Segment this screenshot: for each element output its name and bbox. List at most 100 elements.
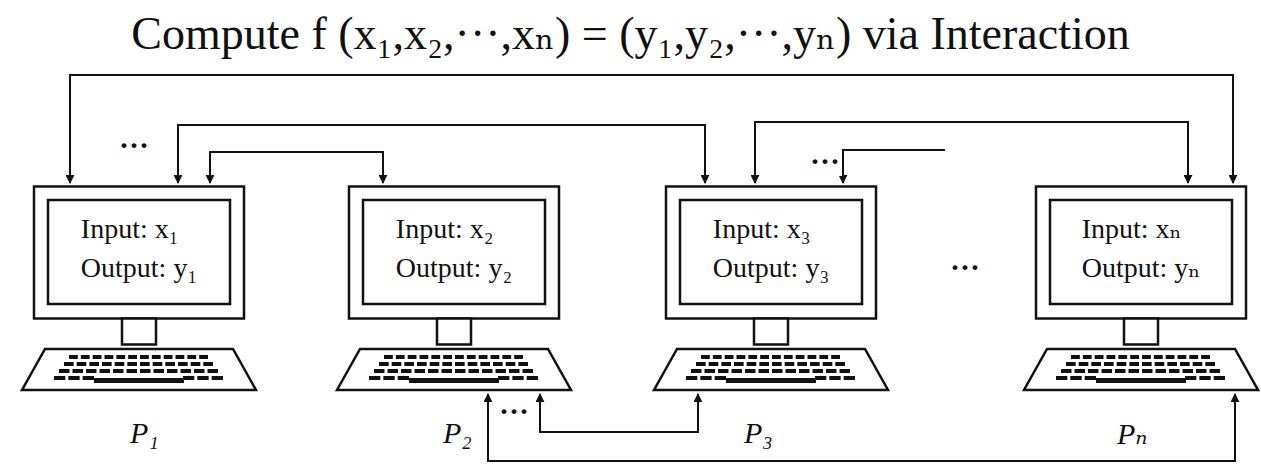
key [154, 369, 165, 373]
key [785, 362, 795, 366]
key [430, 362, 440, 366]
key [696, 362, 706, 366]
keyboard [22, 349, 256, 390]
open-link [843, 150, 945, 183]
screen-line: Output: y₁ [81, 248, 197, 287]
key [183, 376, 194, 380]
computer-node: Input: x₃Output: y₃P₃ [652, 185, 890, 392]
key [799, 369, 810, 373]
key [442, 362, 452, 366]
key [1070, 376, 1081, 380]
key [480, 362, 490, 366]
key [502, 355, 511, 359]
key [167, 369, 178, 373]
key [1129, 369, 1140, 373]
key [493, 362, 503, 366]
diagram-title: Compute f (x₁,x₂,···,xₙ) = (y₁,y₂,···,yₙ… [0, 6, 1261, 60]
key [844, 376, 855, 380]
screen-text: Input: x₂Output: y₂ [396, 209, 512, 287]
key [745, 369, 756, 373]
key [718, 369, 729, 373]
key [417, 362, 427, 366]
key [176, 355, 185, 359]
key [691, 369, 702, 373]
key [1214, 376, 1225, 380]
key [153, 362, 163, 366]
key [709, 362, 719, 366]
key [420, 355, 429, 359]
key [772, 369, 783, 373]
keyboard [1024, 349, 1258, 390]
party-label: P₃ [744, 416, 773, 450]
key [747, 362, 757, 366]
key [102, 362, 112, 366]
screen-line: Input: x₃ [713, 209, 829, 248]
key [514, 355, 523, 359]
key [784, 355, 793, 359]
key [705, 369, 716, 373]
connector [488, 394, 1235, 461]
key [1166, 355, 1175, 359]
key [408, 355, 417, 359]
key [68, 376, 79, 380]
ellipsis: ··· [117, 130, 151, 160]
key [89, 362, 99, 366]
key [199, 355, 208, 359]
key [1201, 355, 1210, 359]
key [506, 362, 516, 366]
space-bar [1096, 378, 1186, 383]
key [512, 376, 523, 380]
key [1169, 369, 1180, 373]
key [54, 376, 65, 380]
key [797, 362, 807, 366]
key [1102, 369, 1113, 373]
key [1079, 362, 1089, 366]
key [1142, 369, 1153, 373]
screen-text: Input: xₙOutput: yₙ [1082, 209, 1201, 287]
key [379, 362, 389, 366]
key [527, 376, 538, 380]
key [396, 355, 405, 359]
monitor-part [34, 187, 244, 319]
key [1115, 369, 1126, 373]
key [713, 355, 722, 359]
key [819, 355, 828, 359]
key [467, 355, 476, 359]
party-label: P₂ [443, 416, 472, 450]
key [428, 369, 439, 373]
key [100, 369, 111, 373]
key [734, 362, 744, 366]
ellipsis: ··· [808, 146, 842, 176]
monitor-part [48, 200, 230, 304]
monitor-part [1124, 319, 1158, 345]
key [442, 369, 453, 373]
key [152, 355, 161, 359]
key [208, 369, 219, 373]
key [1091, 362, 1101, 366]
key [1205, 362, 1215, 366]
key [701, 355, 710, 359]
key [431, 355, 440, 359]
monitor-part [122, 319, 156, 345]
key [759, 362, 769, 366]
key [1061, 369, 1072, 373]
key [140, 355, 149, 359]
key [491, 355, 500, 359]
monitor-part [437, 319, 471, 345]
screen-text: Input: x₁Output: y₁ [81, 209, 197, 287]
screen-line: Output: yₙ [1082, 248, 1201, 287]
key [498, 376, 509, 380]
key [127, 362, 137, 366]
key [686, 376, 697, 380]
key [127, 369, 138, 373]
key [759, 369, 770, 373]
computer-node: Input: x₂Output: y₂P₂ [335, 185, 573, 392]
key [398, 376, 409, 380]
key [1129, 362, 1139, 366]
key [1142, 355, 1151, 359]
key [1095, 355, 1104, 359]
key [772, 355, 781, 359]
key [392, 362, 402, 366]
keyboard [337, 349, 571, 390]
monitor-part [363, 200, 545, 304]
